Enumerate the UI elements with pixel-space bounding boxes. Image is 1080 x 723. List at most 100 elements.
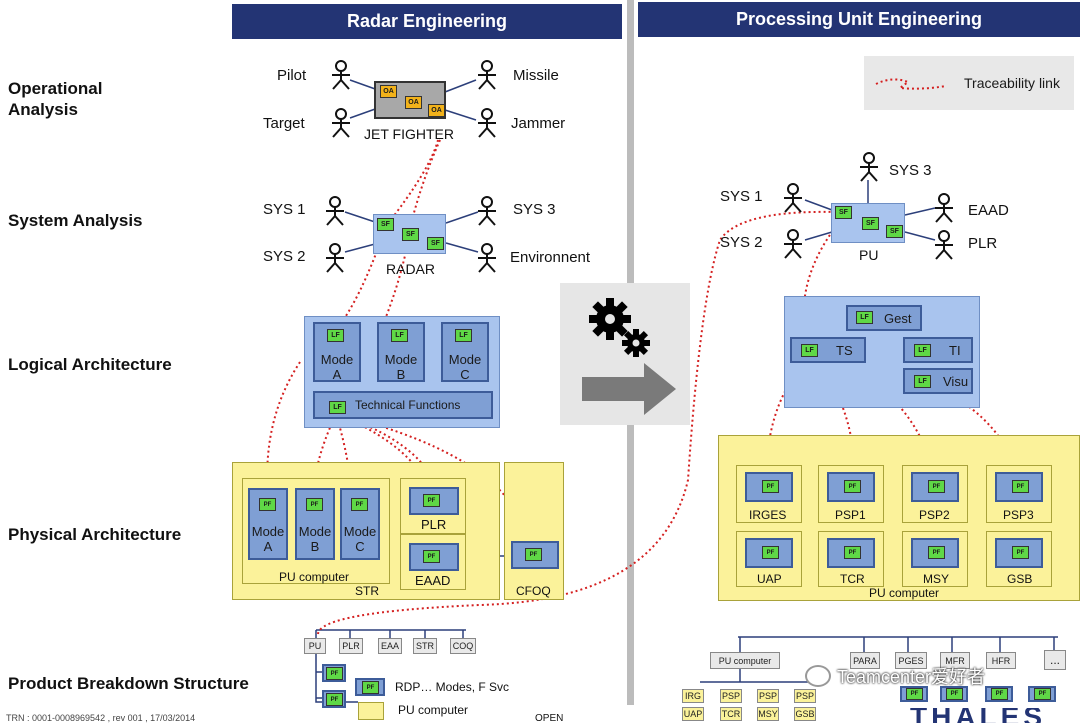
actor-icon bbox=[476, 60, 498, 95]
legend-label: Traceability link bbox=[964, 75, 1060, 91]
eaad-box: PF EAAD bbox=[400, 534, 466, 590]
actor-icon bbox=[476, 196, 498, 231]
lf-function: LF bbox=[329, 401, 346, 414]
actor-label-pu-sys3: SYS 3 bbox=[889, 162, 932, 179]
pu-node-uap: PF UAP bbox=[736, 531, 802, 587]
footer-reference: TRN : 0001-0008969542 , rev 001 , 17/03/… bbox=[6, 713, 196, 723]
pu-node-gsb: PF GSB bbox=[986, 531, 1052, 587]
pf-function: PF bbox=[762, 480, 779, 493]
pbs-item-coq: COQ bbox=[450, 638, 476, 654]
pbs-bottom-gsb: GSB bbox=[794, 707, 816, 721]
watermark-text: Teamcenter爱好者 bbox=[837, 667, 986, 687]
pbs-pf-node: PF bbox=[322, 690, 346, 708]
thales-logo: THALES bbox=[910, 708, 1046, 723]
node-label: TCR bbox=[840, 572, 865, 586]
pbs-item-mfr: MFR bbox=[940, 652, 970, 669]
mode-label: Mode A bbox=[251, 524, 285, 554]
pu-node-irges: PF IRGES bbox=[736, 465, 802, 523]
row-label-logical-architecture: Logical Architecture bbox=[8, 355, 172, 374]
mode-label: Mode B bbox=[298, 524, 332, 554]
sf-function: SF bbox=[377, 218, 394, 231]
actor-icon bbox=[782, 229, 804, 264]
logical-mode-b: Mode B bbox=[377, 322, 425, 382]
node-label: GSB bbox=[1007, 572, 1033, 586]
pf-function: PF bbox=[844, 546, 861, 559]
header-radar-engineering: Radar Engineering bbox=[232, 4, 622, 39]
lf-function: LF bbox=[327, 329, 344, 342]
lf-function: LF bbox=[914, 375, 931, 388]
actor-icon bbox=[476, 243, 498, 278]
pu-node-psp1: PF PSP1 bbox=[818, 465, 884, 523]
pu-system-box: SF SF SF bbox=[831, 203, 905, 243]
pf-function: PF bbox=[351, 498, 368, 511]
node-inner: PF bbox=[827, 472, 875, 502]
pbs-pu-computer-box bbox=[358, 702, 384, 720]
pf-function: PF bbox=[928, 546, 945, 559]
physical-mode-c: Mode C bbox=[340, 488, 380, 560]
pbs-pf-node: PF bbox=[985, 686, 1013, 702]
node-inner: PF bbox=[827, 538, 875, 568]
pf-function: PF bbox=[1012, 546, 1029, 559]
actor-icon bbox=[324, 243, 346, 278]
actor-label-pilot: Pilot bbox=[277, 67, 307, 84]
pu-label: PU bbox=[859, 247, 879, 263]
pf-function: PF bbox=[525, 548, 542, 561]
str-label: STR bbox=[355, 584, 379, 598]
actor-label-pu-eaad: EAAD bbox=[968, 202, 1009, 219]
row-label-line: Operational bbox=[8, 79, 103, 98]
actor-icon bbox=[324, 196, 346, 231]
node-label: UAP bbox=[757, 572, 782, 586]
sf-function: SF bbox=[862, 217, 879, 230]
pbs-bottom-psp: PSP bbox=[794, 689, 816, 703]
sf-function: SF bbox=[886, 225, 903, 238]
pbs-pf-node: PF bbox=[940, 686, 968, 702]
actor-label-pu-sys2: SYS 2 bbox=[720, 234, 763, 251]
pbs-bottom-psp: PSP bbox=[757, 689, 779, 703]
actor-icon bbox=[476, 108, 498, 143]
footer-open: OPEN bbox=[535, 713, 564, 723]
traceability-link-icon bbox=[875, 78, 947, 90]
transition-panel bbox=[560, 283, 690, 425]
radar-logical-box: Mode A Mode B Mode C LF LF LF Technical … bbox=[304, 316, 500, 428]
pbs-item-pges: PGES bbox=[895, 652, 927, 669]
jet-fighter-label: JET FIGHTER bbox=[364, 126, 454, 142]
pf-function: PF bbox=[1034, 688, 1051, 700]
node-label: PSP1 bbox=[835, 508, 866, 522]
lf-function: LF bbox=[801, 344, 818, 357]
jet-fighter-box: OA OA OA bbox=[374, 81, 446, 119]
pbs-item-more: ... bbox=[1044, 650, 1066, 670]
pbs-bottom-uap: UAP bbox=[682, 707, 704, 721]
actor-icon bbox=[330, 60, 352, 95]
pf-function: PF bbox=[762, 546, 779, 559]
node-inner: PF bbox=[745, 472, 793, 502]
function-label: Visu bbox=[943, 374, 969, 389]
mode-label: Mode B bbox=[384, 352, 418, 382]
radar-label: RADAR bbox=[386, 261, 436, 277]
pbs-item-plr: PLR bbox=[339, 638, 363, 654]
actor-icon bbox=[858, 152, 880, 187]
node-label: PSP2 bbox=[919, 508, 950, 522]
actor-label-missile: Missile bbox=[513, 67, 559, 84]
wechat-icon bbox=[805, 665, 831, 687]
oa-function: OA bbox=[380, 85, 397, 98]
sf-function: SF bbox=[835, 206, 852, 219]
node-inner: PF bbox=[911, 472, 959, 502]
pf-function: PF bbox=[844, 480, 861, 493]
pbs-bottom-psp: PSP bbox=[720, 689, 742, 703]
pf-function: PF bbox=[362, 681, 379, 694]
node-label: IRGES bbox=[749, 508, 787, 522]
pu-node-tcr: PF TCR bbox=[818, 531, 884, 587]
pu-computer-label: PU computer bbox=[279, 570, 350, 584]
oa-function: OA bbox=[428, 104, 445, 117]
plr-box: PF PLR bbox=[400, 478, 466, 534]
lf-function: LF bbox=[856, 311, 873, 324]
row-label-product-breakdown-structure: Product Breakdown Structure bbox=[8, 674, 249, 693]
pbs-pf-node: PF bbox=[1028, 686, 1056, 702]
row-label-physical-architecture: Physical Architecture bbox=[8, 525, 182, 544]
pbs-pu-computer: PU computer bbox=[710, 652, 780, 669]
lf-function: LF bbox=[455, 329, 472, 342]
actor-icon bbox=[933, 230, 955, 265]
sf-function: SF bbox=[427, 237, 444, 250]
actor-label-pu-sys1: SYS 1 bbox=[720, 188, 763, 205]
